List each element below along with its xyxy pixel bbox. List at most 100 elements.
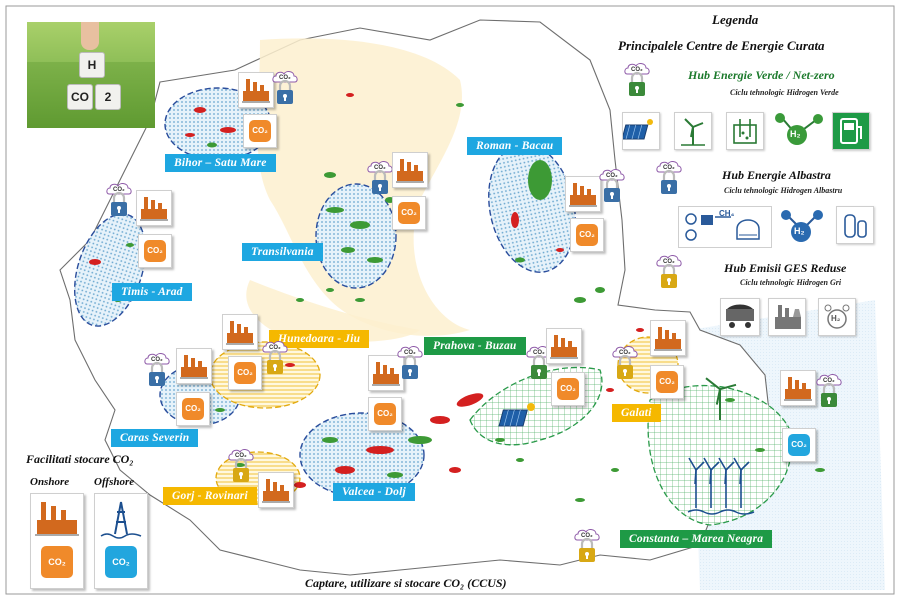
factory-icon	[35, 502, 79, 536]
lock-cloud-icon: CO₂	[142, 352, 172, 388]
cloud-co2-text: CO₂	[404, 350, 416, 356]
factory-icon	[238, 72, 274, 108]
cloud-co2-text: CO₂	[151, 357, 163, 363]
co2-badge: CO₂	[249, 120, 271, 142]
cloud-co2-text: CO₂	[235, 453, 247, 459]
storage-title: Facilitati stocare CO₂	[26, 452, 134, 466]
co2-badge: CO₂	[234, 362, 256, 384]
co2-icon: CO₂	[570, 218, 604, 252]
h2-label-green: H₂	[790, 129, 801, 139]
co2-icon: CO₂	[176, 392, 210, 426]
co2-badge: CO₂	[557, 378, 579, 400]
storage-offshore-label: Offshore	[94, 476, 135, 488]
co2-badge: CO₂	[182, 398, 204, 420]
lock-cloud-icon: CO₂	[226, 448, 256, 484]
legend-subtitle: Principalele Centre de Energie Curata	[618, 38, 825, 53]
hub-gray-subtitle: Ciclu tehnologic Hidrogen Gri	[740, 278, 842, 287]
label-galati: Galati	[612, 404, 661, 422]
label-constanta: Constanta – Marea Neagra	[620, 530, 773, 548]
ccus-caption: Captare, utilizare si stocare CO₂ (CCUS)	[305, 576, 507, 590]
methane-reformer-icon: CH₄	[678, 206, 772, 248]
lock-cloud-icon: CO₂	[597, 168, 627, 204]
co2-icon-offshore: CO₂	[105, 546, 137, 578]
photo-cube-co: CO	[67, 84, 93, 110]
lock-cloud-icon: CO₂	[610, 345, 640, 381]
factory-icon	[565, 176, 601, 212]
label-valcea: Valcea - Dolj	[333, 483, 415, 501]
co2-icon: CO₂	[368, 397, 402, 431]
cloud-co2-text: CO₂	[631, 67, 643, 73]
co2-badge: CO₂	[788, 434, 810, 456]
zone-transilvania	[315, 183, 397, 289]
offshore-rig-icon	[100, 501, 142, 539]
h2-molecule-blue-icon: H₂	[776, 206, 826, 246]
lock-cloud-icon: CO₂	[814, 373, 844, 409]
co2-badge: CO₂	[398, 202, 420, 224]
label-caras: Caras Severin	[111, 429, 199, 447]
legend-lock-blue-icon: CO₂	[654, 160, 684, 196]
co2-icon: CO₂	[392, 196, 426, 230]
hub-green-subtitle: Ciclu tehnologic Hidrogen Verde	[730, 88, 839, 97]
lock-cloud-icon: CO₂	[270, 70, 300, 106]
wind-turbine-icon	[674, 112, 712, 150]
h2-label-blue: H₂	[794, 226, 805, 236]
h2-storage-icon	[836, 206, 874, 244]
offshore-wind-icon	[686, 452, 756, 520]
offshore-tile: CO₂	[94, 493, 148, 589]
solar-panel-icon	[621, 112, 660, 150]
co2-badge: CO₂	[144, 240, 166, 262]
factory-icon	[780, 370, 816, 406]
co2-icon: CO₂	[138, 234, 172, 268]
photo-cube-2: 2	[95, 84, 121, 110]
factory-icon	[222, 314, 258, 350]
electrolyzer-icon	[726, 112, 764, 150]
cloud-co2-text: CO₂	[374, 165, 386, 171]
label-hunedoara: Hunedoara - Jiu	[269, 330, 370, 348]
zone-constanta	[647, 384, 793, 526]
co2-icon: CO₂	[551, 372, 585, 406]
lock-cloud-icon: CO₂	[395, 345, 425, 381]
co2-icon: CO₂	[228, 356, 262, 390]
cloud-co2-text: CO₂	[269, 345, 281, 351]
storage-onshore-label: Onshore	[30, 476, 70, 488]
lock-cloud-icon: CO₂	[365, 160, 395, 196]
wind-turbine-map-icon	[700, 376, 740, 420]
label-transilvania: Transilvania	[242, 243, 323, 261]
co2-icon: CO₂	[41, 546, 73, 578]
hub-green-title: Hub Energie Verde / Net-zero	[688, 68, 835, 82]
cloud-co2-text: CO₂	[533, 350, 545, 356]
label-bihor: Bihor – Satu Mare	[165, 154, 276, 172]
lock-cloud-icon: CO₂	[260, 340, 290, 376]
deposit-patches	[89, 93, 825, 502]
cloud-co2-text: CO₂	[606, 173, 618, 179]
hub-blue-subtitle: Ciclu tehnologic Hidrogen Albastru	[724, 186, 843, 195]
factory-icon	[546, 328, 582, 364]
legend-title: Legenda	[712, 12, 759, 27]
cloud-co2-text: CO₂	[663, 259, 675, 265]
factory-icon	[176, 348, 212, 384]
legend-lock-gold-icon: CO₂	[654, 254, 684, 290]
photo-cube-h: H	[79, 52, 105, 78]
factory-icon	[650, 320, 686, 356]
h2-molecule-icon: H₂	[770, 110, 826, 148]
co2-icon: CO₂	[650, 365, 684, 399]
cloud-co2-text: CO₂	[113, 187, 125, 193]
co2-icon: CO₂	[243, 114, 277, 148]
solar-panel-map-icon	[498, 400, 538, 434]
label-timis: Timis - Arad	[112, 283, 192, 301]
power-plant-icon	[768, 298, 806, 336]
legend-lock-green-icon: CO₂	[622, 62, 652, 98]
co2-badge: CO₂	[374, 403, 396, 425]
cloud-co2-text: CO₂	[279, 75, 291, 81]
label-gorj: Gorj - Rovinari	[163, 487, 257, 505]
lock-cloud-icon: CO₂	[104, 182, 134, 218]
label-prahova: Prahova - Buzau	[424, 337, 526, 355]
cloud-co2-text: CO₂	[619, 350, 631, 356]
hub-gray-title: Hub Emisii GES Reduse	[724, 261, 847, 275]
label-roman: Roman - Bacau	[467, 137, 563, 155]
cloud-co2-text: CO₂	[823, 378, 835, 384]
h2-station-icon	[832, 112, 870, 150]
factory-icon	[136, 190, 172, 226]
mountain-band-south	[246, 280, 420, 342]
